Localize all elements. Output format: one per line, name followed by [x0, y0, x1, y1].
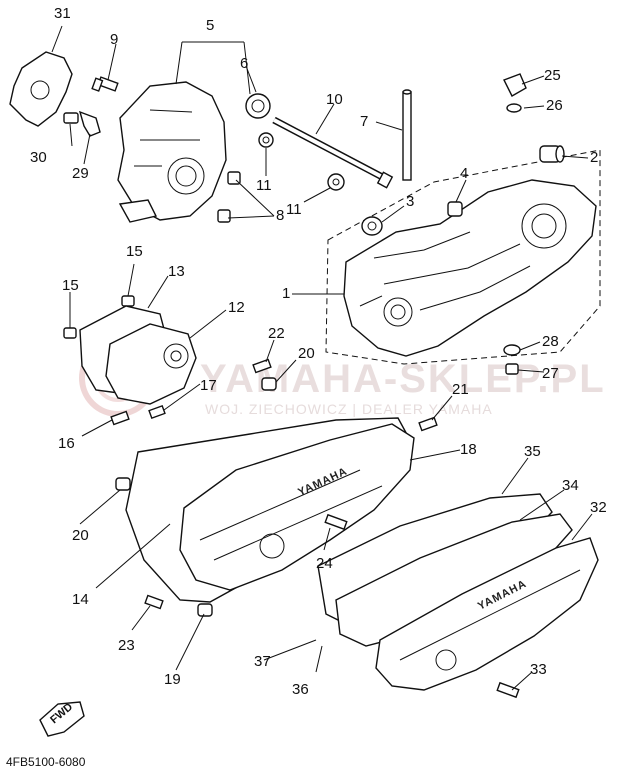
outer-cover-32	[375, 537, 599, 691]
shaft-10	[272, 116, 394, 189]
callout-22: 22	[268, 325, 285, 342]
bolt-23	[144, 594, 164, 610]
dowel-15-a	[121, 295, 135, 307]
leader-lines	[51, 25, 593, 691]
clamp-29	[78, 110, 101, 137]
watermark-sub: WOJ. ZIECHOWICZ | DEALER YAMAHA	[205, 401, 493, 417]
callout-19: 19	[164, 671, 181, 688]
callout-3: 3	[406, 193, 414, 210]
callout-15: 15	[62, 277, 79, 294]
bolt-9	[91, 76, 119, 92]
dowel-20-a	[261, 377, 277, 391]
callout-35: 35	[524, 443, 541, 460]
callout-8: 8	[276, 207, 284, 224]
catalog-code: 4FB5100-6080	[6, 755, 86, 769]
callout-36: 36	[292, 681, 309, 698]
callout-18: 18	[460, 441, 477, 458]
callout-10: 10	[326, 91, 343, 108]
callout-34: 34	[562, 477, 579, 494]
callout-23: 23	[118, 637, 135, 654]
pipe-7	[402, 89, 412, 181]
callout-31: 31	[54, 5, 71, 22]
clip-11-a	[258, 132, 274, 148]
bolt-16	[110, 410, 130, 426]
seal-3	[361, 216, 383, 236]
dowel-20-b	[115, 477, 131, 491]
bolt-33	[496, 681, 520, 699]
callout-37: 37	[254, 653, 271, 670]
callout-9: 9	[110, 31, 118, 48]
callout-11: 11	[256, 177, 272, 194]
crankcase-right-part	[343, 179, 597, 357]
callout-1: 1	[282, 285, 290, 302]
callout-2: 2	[590, 149, 598, 166]
crankcase-cover-18	[179, 423, 415, 591]
dowel-19	[197, 603, 213, 617]
callout-5: 5	[206, 17, 214, 34]
callout-11: 11	[286, 201, 302, 218]
callout-28: 28	[542, 333, 559, 350]
plug-25	[503, 73, 527, 97]
bushing-2	[539, 145, 565, 163]
callout-26: 26	[546, 97, 563, 114]
clip-11-b	[327, 173, 345, 191]
forward-arrow-icon	[39, 701, 85, 737]
bolt-21	[418, 416, 438, 432]
part-4	[447, 201, 463, 217]
callout-32: 32	[590, 499, 607, 516]
washer-26	[506, 103, 522, 113]
callout-33: 33	[530, 661, 547, 678]
bolt-24	[324, 513, 348, 531]
crankcase-left-part	[117, 81, 227, 221]
callout-17: 17	[200, 377, 217, 394]
callout-6: 6	[240, 55, 248, 72]
fwd-badge: FWD	[39, 701, 85, 737]
callout-13: 13	[168, 263, 185, 280]
bolt-30	[63, 112, 79, 124]
callout-27: 27	[542, 365, 559, 382]
callout-20: 20	[72, 527, 89, 544]
callout-14: 14	[72, 591, 89, 608]
callout-24: 24	[316, 555, 333, 572]
bolt-27	[505, 363, 519, 375]
callout-12: 12	[228, 299, 245, 316]
callout-16: 16	[58, 435, 75, 452]
callout-25: 25	[544, 67, 561, 84]
callout-20: 20	[298, 345, 315, 362]
callout-30: 30	[30, 149, 47, 166]
dowel-15-b	[63, 327, 77, 339]
dowel-8-b	[217, 209, 231, 223]
callout-15: 15	[126, 243, 143, 260]
seal-6	[245, 93, 271, 119]
callout-7: 7	[360, 113, 368, 130]
bolt-22	[252, 358, 272, 374]
callout-21: 21	[452, 381, 469, 398]
bolt-17	[148, 404, 166, 420]
plate-part	[9, 51, 73, 127]
washer-28	[503, 344, 521, 356]
callout-29: 29	[72, 165, 89, 182]
callout-4: 4	[460, 165, 468, 182]
